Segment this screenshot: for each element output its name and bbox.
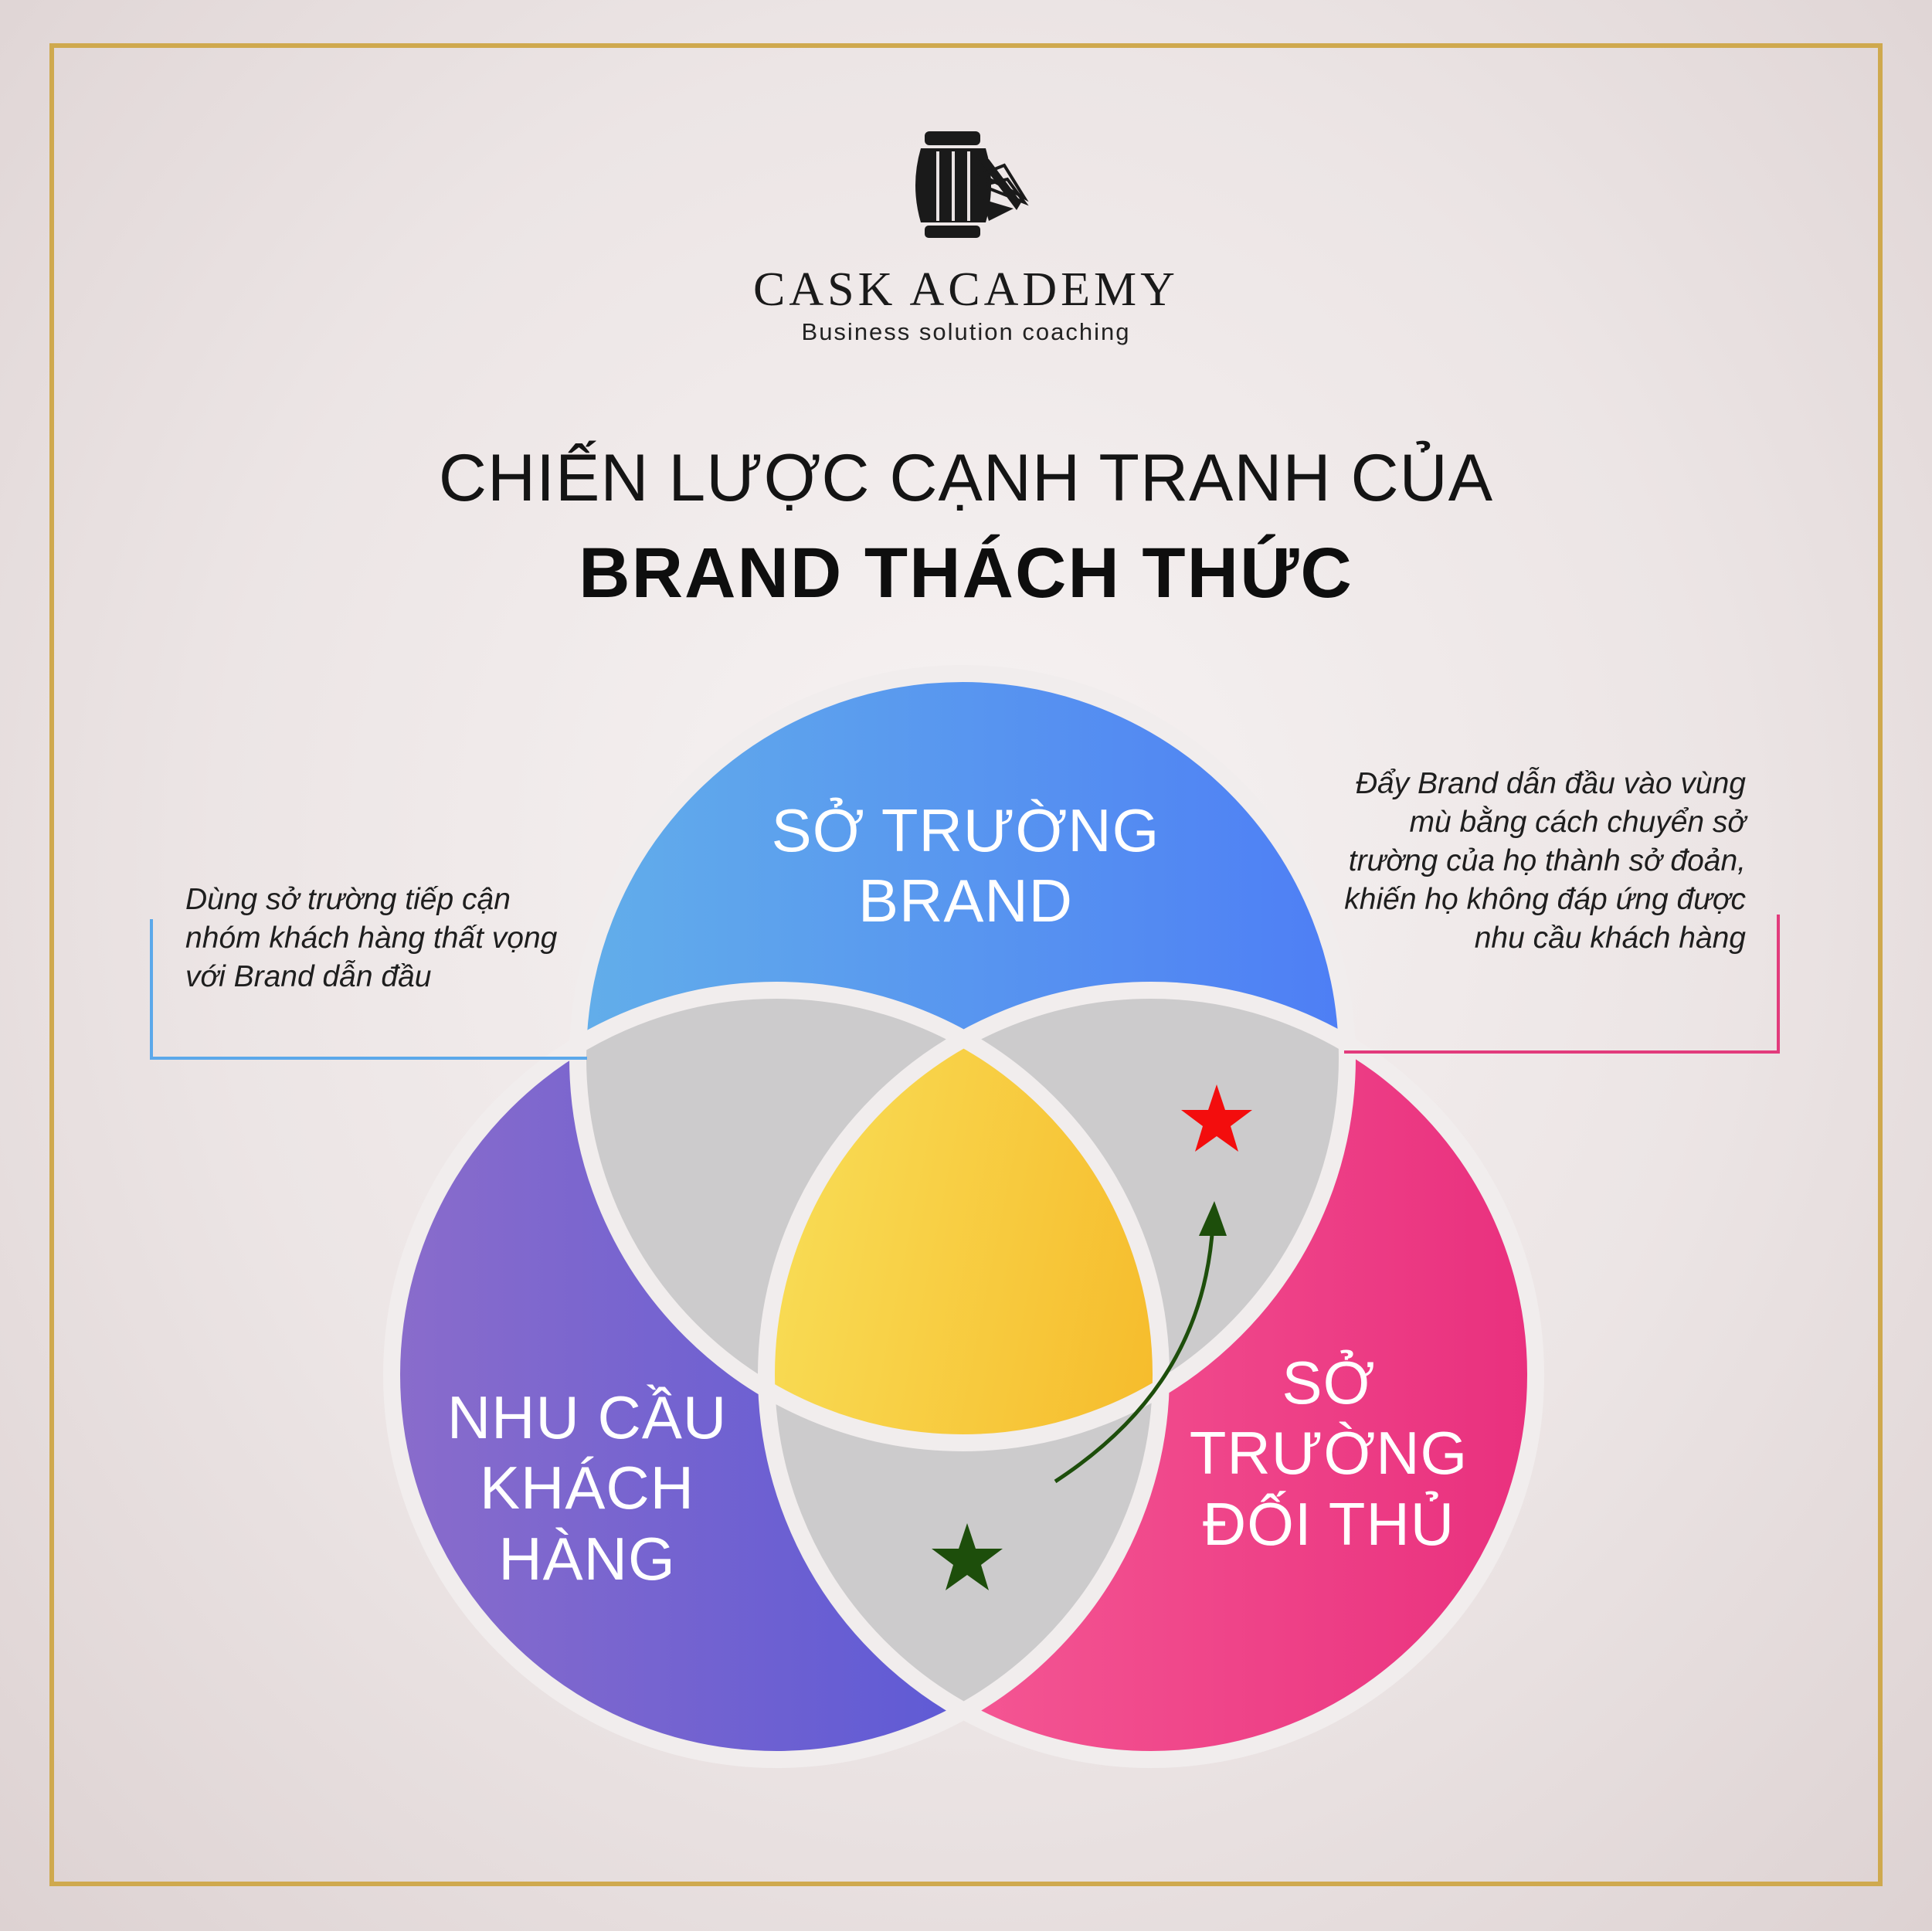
cask-barrel-book-icon	[915, 131, 1029, 238]
brand-name: CASK ACADEMY	[753, 263, 1179, 316]
title-line-2: BRAND THÁCH THỨC	[579, 534, 1353, 613]
label-line: BRAND	[857, 867, 1074, 935]
label-right-circle: SỞ TRƯỜNG ĐỐI THỦ	[1159, 1348, 1499, 1559]
label-left-circle: NHU CẦU KHÁCH HÀNG	[379, 1383, 796, 1594]
label-top-circle: SỞ TRƯỜNG BRAND	[734, 796, 1197, 937]
label-line: KHÁCH	[479, 1454, 695, 1522]
title-line-1: CHIẾN LƯỢC CẠNH TRANH CỦA	[438, 441, 1494, 515]
gold-frame	[49, 43, 1883, 1886]
start-star-icon	[932, 1523, 1003, 1590]
brand-tagline: Business solution coaching	[801, 318, 1131, 345]
label-line: NHU CẦU	[446, 1383, 728, 1451]
arrow-head	[1199, 1201, 1227, 1236]
annotation-right: Đẩy Brand dẫn đầu vào vùng mù bằng cách …	[1344, 767, 1746, 955]
label-line: SỞ TRƯỜNG	[771, 796, 1160, 864]
label-line: SỞ	[1282, 1349, 1376, 1417]
left-annotation-line	[150, 919, 587, 1060]
strategy-arrow	[1054, 1223, 1215, 1484]
right-annotation-line	[1344, 915, 1780, 1054]
label-line: TRƯỜNG	[1189, 1419, 1469, 1488]
label-line: HÀNG	[498, 1524, 676, 1593]
target-star-icon	[1181, 1084, 1252, 1152]
annotation-left: Dùng sở trường tiếp cận nhóm khách hàng …	[185, 883, 558, 993]
overlap-center	[766, 990, 1161, 1443]
label-line: ĐỐI THỦ	[1202, 1489, 1455, 1558]
